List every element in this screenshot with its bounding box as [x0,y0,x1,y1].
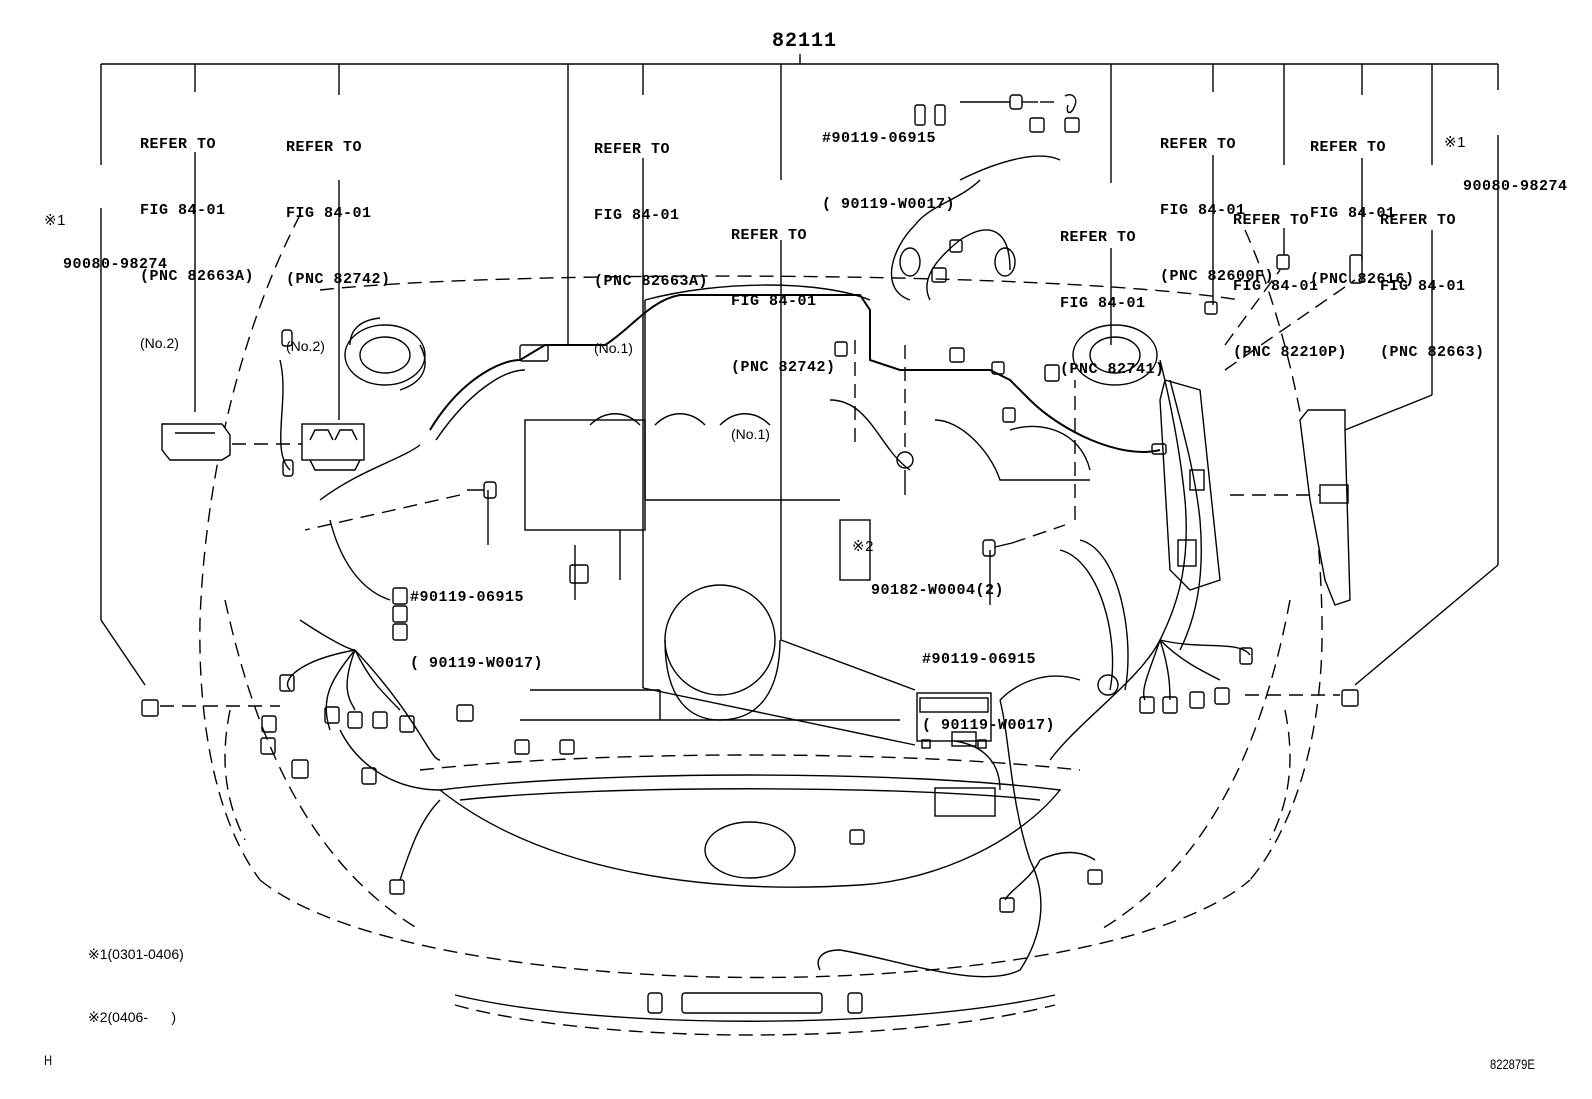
fuse-block-right [1159,379,1221,591]
callout-note: (No.2) [140,335,179,351]
leader-lines [100,54,1499,746]
callout-note: (No.1) [731,426,770,442]
bolt-top-icon [1009,94,1077,114]
legend-item: ※1(0301-0406) [88,946,184,962]
body-outline [199,214,1323,1036]
part-number: #90119-06915 [410,589,525,606]
callout-ref-82663a-no1[interactable]: REFER TO FIG 84-01 (PNC 82663A) (No.1) [594,95,708,381]
bracket-right [1230,409,1351,606]
part-clip-left[interactable]: ※1 90080-98274 [44,166,168,276]
callout-line: FIG 84-01 [1160,202,1246,219]
part-number-alt: ( 90119-W0017) [410,655,544,672]
callout-line: (PNC 82663) [1380,344,1485,361]
part-bolt-left[interactable]: #90119-06915 ( 90119-W0017) [410,543,543,697]
wire-harness [279,155,1251,978]
ecu-box [916,692,996,817]
callout-ref-82663a-no2[interactable]: REFER TO FIG 84-01 (PNC 82663A) (No.2) [140,90,254,376]
relay-block-left [161,423,365,471]
callout-ref-82616[interactable]: REFER TO FIG 84-01 (PNC 82616) [1310,93,1415,313]
callout-line: REFER TO [1233,212,1310,229]
grommets [899,247,1016,277]
dashed-leaders [160,269,1356,707]
callout-line: REFER TO [1380,212,1457,229]
illustration-id: 822879E [1490,1056,1535,1072]
part-number: #90119-06915 [822,130,937,147]
part-number: 90080-98274 [1463,178,1568,195]
applicability-mark: ※2 [852,538,874,555]
callout-line: FIG 84-01 [1233,278,1319,295]
callout-line: REFER TO [1160,136,1237,153]
callout-line: FIG 84-01 [286,205,372,222]
callout-line: (PNC 82663A) [140,268,255,285]
grille [419,754,1081,888]
part-number: #90119-06915 [922,651,1037,668]
bolt-left-icon [304,481,497,531]
callout-ref-82663[interactable]: REFER TO FIG 84-01 (PNC 82663) [1380,166,1485,386]
callout-line: (PNC 82663A) [594,273,709,290]
connectors [141,104,1363,913]
callout-note: (No.2) [286,338,325,354]
callout-line: FIG 84-01 [1380,278,1466,295]
callout-line: REFER TO [140,136,217,153]
applicability-mark: ※1 [1444,134,1466,151]
part-number: 90080-98274 [63,256,168,273]
callout-line: (PNC 82600F) [1160,268,1275,285]
callout-line: FIG 84-01 [1310,205,1396,222]
main-part-number[interactable]: 82111 [772,30,838,53]
applicability-legend: ※1(0301-0406) ※2(0406- ) [88,902,184,1049]
strut-tower-right [1072,324,1158,386]
part-bolt-top[interactable]: #90119-06915 ( 90119-W0017) [822,84,955,238]
corner-code-left: H [44,1052,53,1068]
callout-ref-82600f[interactable]: REFER TO FIG 84-01 (PNC 82600F) [1160,90,1274,310]
callout-line: FIG 84-01 [594,207,680,224]
callout-line: (PNC 82742) [731,359,836,376]
callout-line: REFER TO [1060,229,1137,246]
strut-tower-left [344,317,426,391]
callout-ref-82741[interactable]: REFER TO FIG 84-01 (PNC 82741) [1060,183,1165,403]
callout-ref-82742-no2[interactable]: REFER TO FIG 84-01 (PNC 82742) (No.2) [286,93,391,379]
bumper-openings [647,992,863,1014]
callout-line: REFER TO [1310,139,1387,156]
part-clamp[interactable]: ※2 90182-W0004(2) [852,492,1004,602]
part-bolt-right[interactable]: #90119-06915 ( 90119-W0017) [922,605,1055,759]
callout-line: (PNC 82742) [286,271,391,288]
legend-item: ※2(0406- ) [88,1009,176,1025]
callout-line: REFER TO [731,227,808,244]
bolt-right-icon [982,524,1066,557]
part-number: 90182-W0004(2) [871,582,1005,599]
part-clip-right[interactable]: ※1 90080-98274 [1444,88,1568,198]
callout-line: REFER TO [286,139,363,156]
callout-line: (PNC 82210P) [1233,344,1348,361]
callout-line: (PNC 82741) [1060,361,1165,378]
callout-line: FIG 84-01 [140,202,226,219]
callout-line: (PNC 82616) [1310,271,1415,288]
callout-line: FIG 84-01 [1060,295,1146,312]
callout-ref-82210p[interactable]: REFER TO FIG 84-01 (PNC 82210P) [1233,166,1347,386]
callout-line: FIG 84-01 [731,293,817,310]
engine-block [520,284,1129,721]
callout-note: (No.1) [594,340,633,356]
callout-ref-82742-no1[interactable]: REFER TO FIG 84-01 (PNC 82742) (No.1) [731,181,836,467]
part-number-alt: ( 90119-W0017) [922,717,1056,734]
callout-line: REFER TO [594,141,671,158]
clamp-icon [854,340,914,469]
part-number-alt: ( 90119-W0017) [822,196,956,213]
applicability-mark: ※1 [44,212,66,229]
